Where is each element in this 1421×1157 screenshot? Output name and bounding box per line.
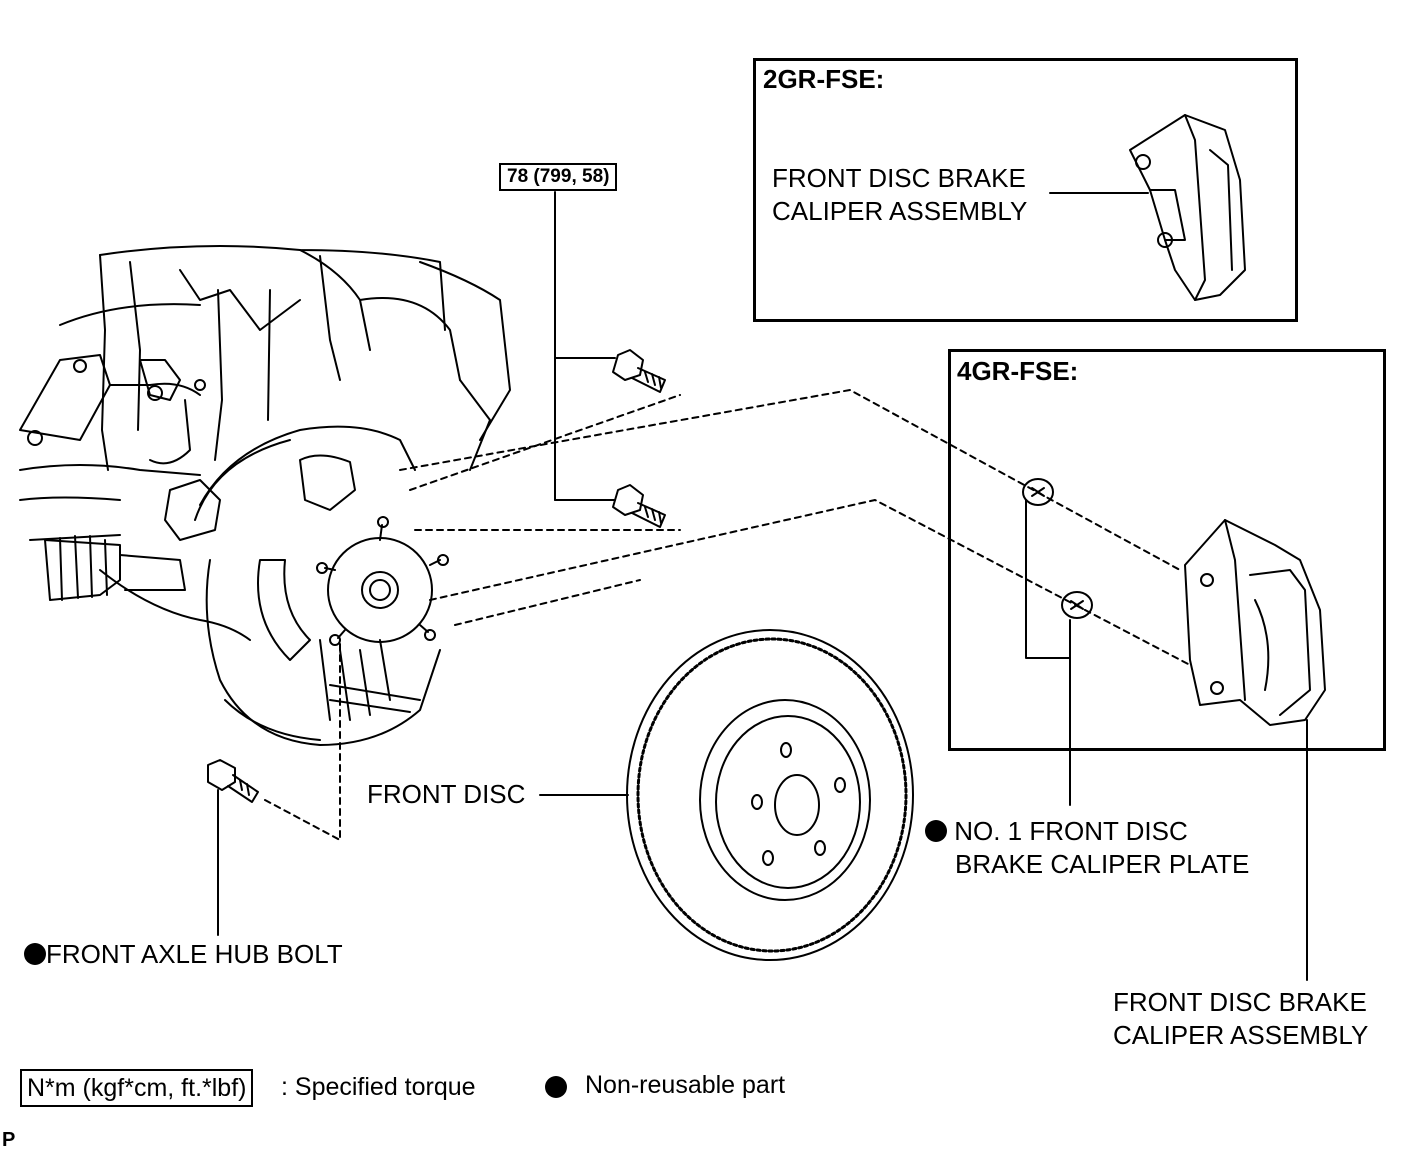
corner-mark: P <box>2 1129 16 1151</box>
caliper-mounting-bolts <box>554 191 666 528</box>
inset-2gr-title: 2GR-FSE: <box>763 64 885 94</box>
caliper-4gr-drawing <box>1022 478 1326 981</box>
front-disc-rotor <box>539 629 914 961</box>
caliper-plate-label-line1: NO. 1 FRONT DISC <box>925 815 1188 848</box>
inset-2gr-frame <box>753 58 1298 322</box>
front-disc-label: FRONT DISC <box>367 779 526 809</box>
caliper-2gr-label-line2: CALIPER ASSEMBLY <box>772 196 1028 226</box>
caliper-plate-label-line2: BRAKE CALIPER PLATE <box>955 849 1250 879</box>
caliper-2gr-drawing <box>1049 114 1246 301</box>
nonreusable-bullet-icon <box>925 820 947 842</box>
nonreusable-bullet-icon <box>24 943 46 965</box>
legend-nonreusable-icon <box>545 1076 567 1098</box>
torque-callout: 78 (799, 58) <box>499 163 618 191</box>
front-axle-hub-bolt-label: FRONT AXLE HUB BOLT <box>24 938 343 971</box>
front-axle-hub-bolt <box>207 639 341 936</box>
inset-4gr-title: 4GR-FSE: <box>957 356 1079 386</box>
caliper-main-label-line2: CALIPER ASSEMBLY <box>1113 1020 1369 1050</box>
legend-nonreusable-desc: Non-reusable part <box>585 1071 786 1099</box>
caliper-main-label-line1: FRONT DISC BRAKE <box>1113 987 1367 1017</box>
inset-4gr-frame <box>948 349 1386 751</box>
caliper-2gr-label-line1: FRONT DISC BRAKE <box>772 163 1026 193</box>
steering-knuckle-assembly <box>19 245 1191 746</box>
legend-torque-unit-box: N*m (kgf*cm, ft.*lbf) <box>20 1069 254 1107</box>
legend-torque-desc: : Specified torque <box>281 1073 476 1101</box>
